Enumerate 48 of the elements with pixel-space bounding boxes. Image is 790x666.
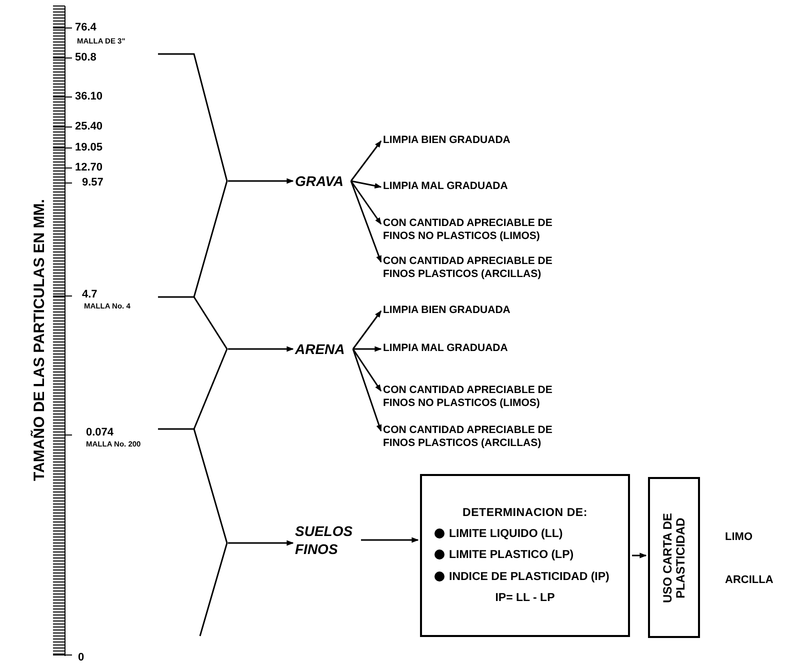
subcategory-label: LIMPIA BIEN GRADUADA <box>383 304 598 320</box>
arrow <box>352 348 382 432</box>
category-label: ARENA <box>295 340 351 358</box>
arrow <box>361 537 419 543</box>
soil-type-label: ARCILLA <box>725 573 774 587</box>
arrow <box>350 180 382 188</box>
formula: IP= LL - LP <box>494 591 556 606</box>
arrow <box>632 552 647 558</box>
tick-label: 0 <box>78 652 84 664</box>
arrow <box>352 348 382 392</box>
box-label: USO CARTA DE PLASTICIDAD <box>661 512 687 604</box>
arrow <box>228 178 294 184</box>
arrow <box>228 346 294 352</box>
subcategory-label: CON CANTIDAD APRECIABLE DE FINOS PLASTICOS (ARCILLAS) <box>383 424 573 454</box>
soil-type-label: LIMO <box>725 530 752 544</box>
subcategory-label: CON CANTIDAD APRECIABLE DE FINOS PLASTICOS (ARCILLAS) <box>383 255 573 285</box>
arrow <box>350 180 382 225</box>
subcategory-label: LIMPIA BIEN GRADUADA <box>383 134 598 150</box>
tick-label: 25.40 <box>75 120 103 134</box>
bracket <box>158 53 228 298</box>
tick-label: 0.074 <box>86 426 114 440</box>
list-item: LIMITE PLASTICO (LP) <box>449 548 574 563</box>
bracket <box>158 296 228 430</box>
category-label: GRAVA <box>295 172 349 190</box>
list-item: LIMITE LIQUIDO (LL) <box>449 526 563 542</box>
axis-title: TAMAÑO DE LAS PARTICULAS EN MM. <box>30 198 49 483</box>
box-heading: DETERMINACION DE: <box>462 506 588 520</box>
process-box <box>420 474 630 637</box>
tick-label: 36.10 <box>75 90 103 104</box>
arrow <box>350 180 382 263</box>
tick-label: 9.57 <box>82 176 104 190</box>
subcategory-label: CON CANTIDAD APRECIABLE DE FINOS NO PLASTICOS (LIMOS) <box>383 217 573 247</box>
arrow <box>350 140 382 182</box>
tick-label: 4.7 <box>82 288 98 302</box>
list-item: INDICE DE PLASTICIDAD (IP) <box>449 570 610 584</box>
arrow <box>228 540 294 546</box>
tick-label: 19.05 <box>75 142 103 154</box>
arrow <box>352 310 382 350</box>
tick-label: 12.70 <box>75 162 103 174</box>
tick-label: 76.4 <box>75 22 96 34</box>
arrow <box>353 346 382 352</box>
subcategory-label: CON CANTIDAD APRECIABLE DE FINOS NO PLASTICOS (LIMOS) <box>383 384 573 414</box>
subcategory-label: LIMPIA MAL GRADUADA <box>383 180 598 196</box>
tick-label: 50.8 <box>75 52 96 64</box>
process-box <box>648 477 700 638</box>
bracket <box>194 428 228 637</box>
category-label: SUELOS FINOS <box>295 522 359 558</box>
subcategory-label: LIMPIA MAL GRADUADA <box>383 342 598 358</box>
